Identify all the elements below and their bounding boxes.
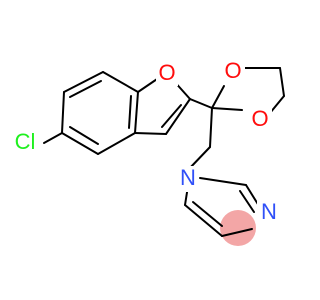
molecule-canvas: Cl O O O [9,57,285,246]
bond [279,67,285,97]
chlorine-label: Cl [15,129,36,154]
dioxolane-oxygen-top-label: O [224,58,241,83]
chlorine-substituent: Cl [9,129,63,155]
bond [221,228,253,237]
imidazole-nitrogen-1-label: N [180,165,196,190]
double-bond-inner [161,104,182,128]
bond [134,132,167,135]
double-bond-inner [192,201,223,227]
atom-label-background [156,62,178,86]
bond-to-chlorine [43,132,63,144]
bond [184,204,223,237]
dioxolane-ring: O O [189,58,285,133]
benzene-ring [61,71,139,155]
atom-label-background [9,131,41,155]
imidazole-nitrogen-3-label: N [261,199,277,224]
imidazole-ring: N N [177,165,281,237]
double-bond-inner [69,80,102,98]
methylene-linker [187,107,213,171]
bond [102,71,139,93]
bond [189,98,213,109]
bond [209,107,213,148]
bond [211,85,225,109]
double-bond-inner [69,126,99,145]
structure-diagram: Cl O O O [9,57,285,246]
bond [97,132,136,155]
furan-oxygen-label: O [158,60,175,85]
furan-ring: O [134,60,191,135]
bond [165,98,191,135]
bond [61,132,99,155]
bond [199,177,247,186]
bond [134,91,139,134]
atom-label-background [248,107,272,133]
bond [63,71,104,93]
atom-label-background [177,166,199,192]
dioxolane-oxygen-bottom-label: O [251,106,268,131]
atom-label-background [221,59,245,85]
bond [269,95,285,114]
bond [61,91,65,134]
highlighted-atom [220,210,256,246]
atom-label-background [257,200,281,226]
double-bond-inner [239,190,255,213]
double-bond-inner [128,95,132,129]
bond [211,107,243,111]
